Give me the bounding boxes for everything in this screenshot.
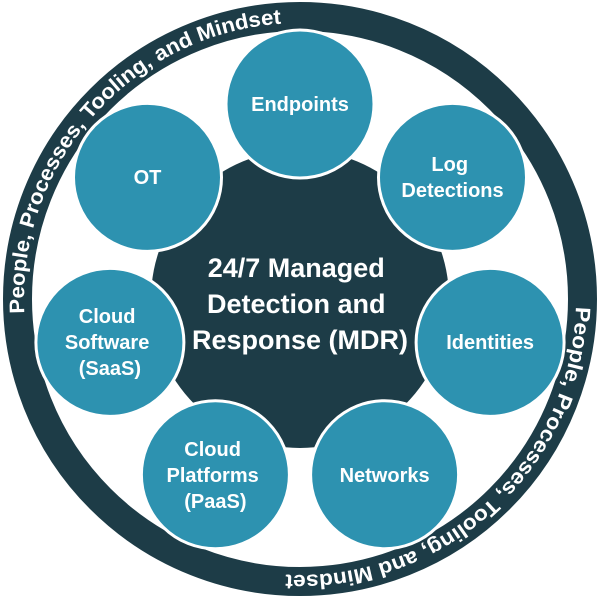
center-title: 24/7 Managed Detection and Response (MDR… (192, 253, 408, 355)
satellite-networks-label: Networks (340, 465, 430, 487)
satellite-cloud-software-saas: Cloud Software (SaaS) (34, 266, 186, 418)
satellite-identities-label: Identities (446, 332, 534, 354)
satellite-cloud-platforms-paas-label: Cloud Platforms (PaaS) (166, 439, 264, 513)
satellite-endpoints-circle (224, 28, 376, 180)
satellite-endpoints: Endpoints (224, 28, 376, 180)
center-hub-circle (151, 150, 449, 448)
satellite-networks-circle (309, 399, 461, 551)
satellite-log-detections: Log Detections (377, 101, 528, 253)
satellite-ot-circle (72, 101, 223, 253)
satellite-cloud-software-saas-circle (34, 266, 186, 418)
satellite-identities: Identities (414, 266, 566, 418)
satellite-log-detections-circle (377, 101, 528, 253)
satellite-log-detections-label: Log Detections (401, 154, 503, 202)
satellite-cloud-platforms-paas: Cloud Platforms (PaaS) (139, 399, 291, 551)
satellite-identities-circle (414, 266, 566, 418)
outer-ring (3, 2, 597, 596)
satellite-ot-label: OT (134, 167, 162, 189)
satellite-endpoints-label: Endpoints (251, 94, 349, 116)
satellite-cloud-platforms-paas-circle (139, 399, 291, 551)
satellite-networks: Networks (309, 399, 461, 551)
satellite-cloud-software-saas-label: Cloud Software (SaaS) (65, 306, 155, 380)
satellite-ot: OT (72, 101, 223, 253)
